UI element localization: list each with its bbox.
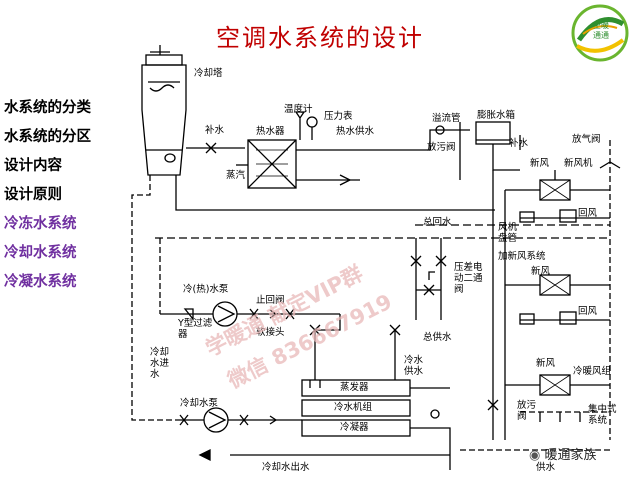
sidebar-item-design-content[interactable]: 设计内容 — [4, 158, 62, 174]
label-cooling-water-inlet: 冷却水进水 — [150, 347, 170, 380]
label-fresh-air-unit: 新风机 — [564, 158, 593, 169]
brand-name: 暖通家族 — [544, 448, 597, 463]
label-chilled-water-supply: 冷水供水 — [404, 355, 424, 377]
label-chilled-hot-pump: 冷(热)水泵 — [183, 284, 229, 295]
sidebar-item-chilled-water[interactable]: 冷冻水系统 — [4, 216, 77, 232]
label-cooling-water-outlet: 冷却水出水 — [262, 462, 310, 473]
label-heat-exchanger: 热水器 — [256, 126, 285, 137]
label-flex-joint: 软接头 — [256, 327, 285, 338]
sidebar-item-classification[interactable]: 水系统的分类 — [4, 100, 91, 116]
label-central-system: 集中式系统 — [588, 404, 617, 426]
label-pressure-gauge: 压力表 — [324, 111, 353, 122]
label-dp-electric-valve: 压差电动二通阀 — [454, 262, 483, 295]
label-y-strainer: Y型过滤器 — [178, 318, 213, 340]
label-overflow-pipe: 溢流管 — [432, 113, 461, 124]
brand-tag: ◉ 暖通家族 — [529, 444, 597, 463]
expansion-tank — [475, 121, 511, 145]
label-hot-water-supply: 热水供水 — [336, 126, 375, 137]
sidebar-item-condensate[interactable]: 冷凝水系统 — [4, 274, 77, 290]
tower-return-pipe — [175, 175, 495, 211]
label-condenser: 冷凝器 — [340, 422, 369, 433]
sidebar-item-zoning[interactable]: 水系统的分区 — [4, 129, 91, 145]
label-thermometer: 温度计 — [284, 104, 313, 115]
hot-water-supply-pipe — [296, 129, 470, 151]
label-drain-valve: 放污阀 — [427, 142, 456, 153]
label-makeup-water-2: 补水 — [509, 138, 529, 149]
sidebar-item-cooling-water[interactable]: 冷却水系统 — [4, 245, 77, 261]
chiller-box — [301, 399, 411, 417]
logo-text-1: 空暖 — [593, 20, 609, 30]
label-humidified-fresh-air-system: 加新风系统 — [498, 251, 546, 262]
fresh-air-unit-1 — [505, 170, 610, 201]
label-return-air: 回风 — [578, 208, 598, 219]
label-steam: 蒸汽 — [226, 170, 246, 181]
label-vent-valve: 放气阀 — [572, 134, 601, 145]
page-title: 空调水系统的设计 — [216, 24, 424, 52]
label-cooling-water-pump: 冷却水泵 — [180, 398, 219, 409]
label-fresh-air-2: 新风 — [531, 266, 551, 277]
label-supply-water: 供水 — [536, 462, 556, 473]
label-fresh-air-3: 新风 — [536, 358, 556, 369]
label-total-return-water: 总回水 — [423, 217, 452, 228]
label-expansion-tank: 膨胀水箱 — [477, 110, 516, 121]
label-makeup-water: 补水 — [205, 125, 225, 136]
cooling-water-return-pipe — [131, 175, 175, 421]
fan-coil-group — [505, 374, 610, 396]
label-cooling-tower: 冷却塔 — [194, 68, 223, 79]
label-drain-valve-2: 放污阀 — [517, 400, 537, 422]
label-cooling-fan-group: 冷暖风组 — [573, 366, 612, 377]
wechat-icon: ◉ — [529, 448, 541, 463]
label-return-air-2: 回风 — [578, 306, 598, 317]
heat-exchanger — [247, 139, 297, 189]
sidebar-item-design-principles[interactable]: 设计原则 — [4, 187, 62, 203]
label-chiller-unit: 冷水机组 — [334, 402, 373, 413]
label-check-valve: 止回阀 — [256, 295, 285, 306]
logo: 空暖 通通 — [569, 2, 631, 64]
label-fan-coil-header: 风机盘管 — [498, 222, 518, 244]
logo-text-2: 通通 — [593, 30, 609, 40]
label-evaporator: 蒸发器 — [340, 382, 369, 393]
fresh-air-unit-2 — [505, 274, 610, 296]
label-total-supply-water: 总供水 — [423, 332, 452, 343]
cooling-tower — [141, 45, 187, 176]
label-fresh-air: 新风 — [530, 158, 550, 169]
